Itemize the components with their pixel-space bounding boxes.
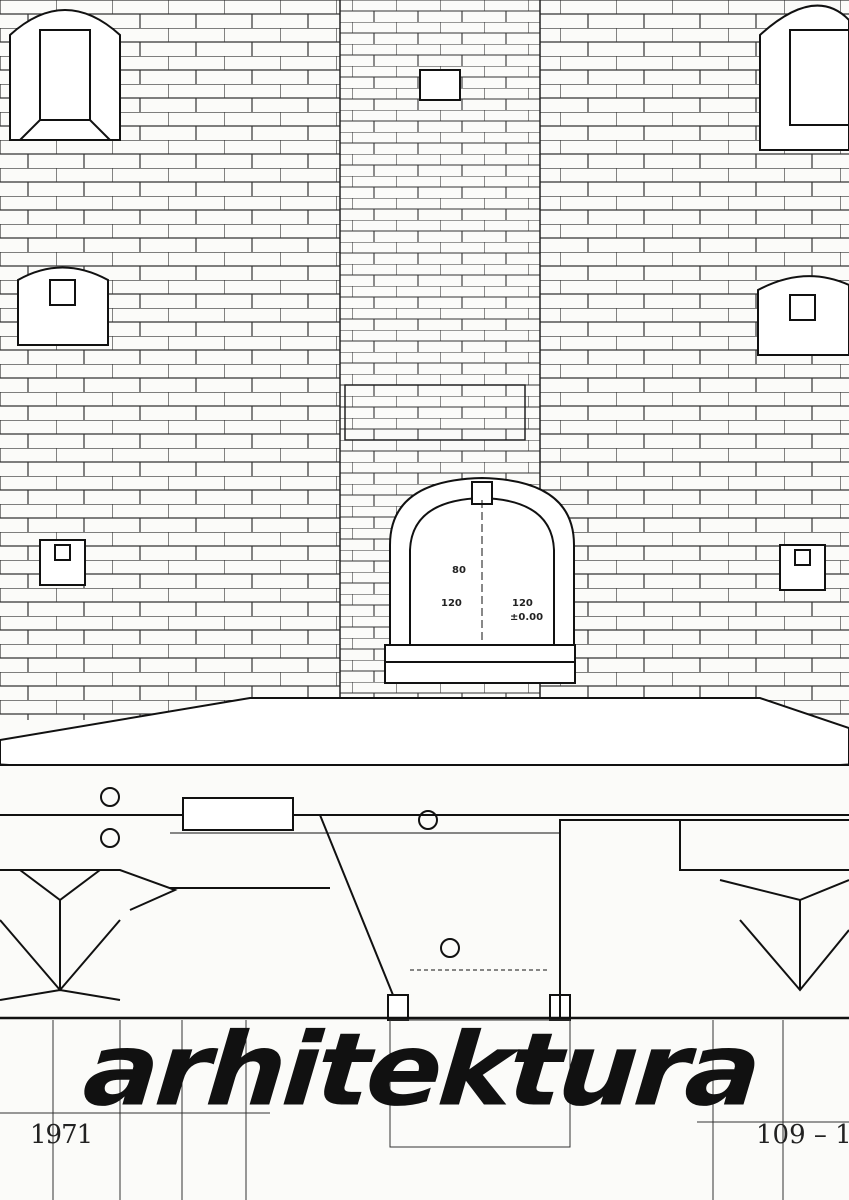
window-low-right [779,544,826,591]
dimension-label: 120 [512,598,533,609]
arched-doorway [384,476,576,684]
window-top-left [9,9,121,141]
dimension-label: 120 [441,598,462,609]
window-mid-right [757,275,849,356]
window-mid-left [17,266,109,346]
section-drawing [0,787,849,1021]
window-top-right [759,4,849,151]
publication-year: 1971 [30,1120,93,1150]
grid-lines [0,1019,849,1200]
dimension-label: 80 [452,565,466,576]
magazine-title: arhitektura [79,1011,762,1129]
window-low-left [39,539,86,586]
center-plaque [419,69,461,101]
issue-number: 109 – 110 [756,1120,849,1150]
dimension-label: ±0.00 [510,612,544,623]
